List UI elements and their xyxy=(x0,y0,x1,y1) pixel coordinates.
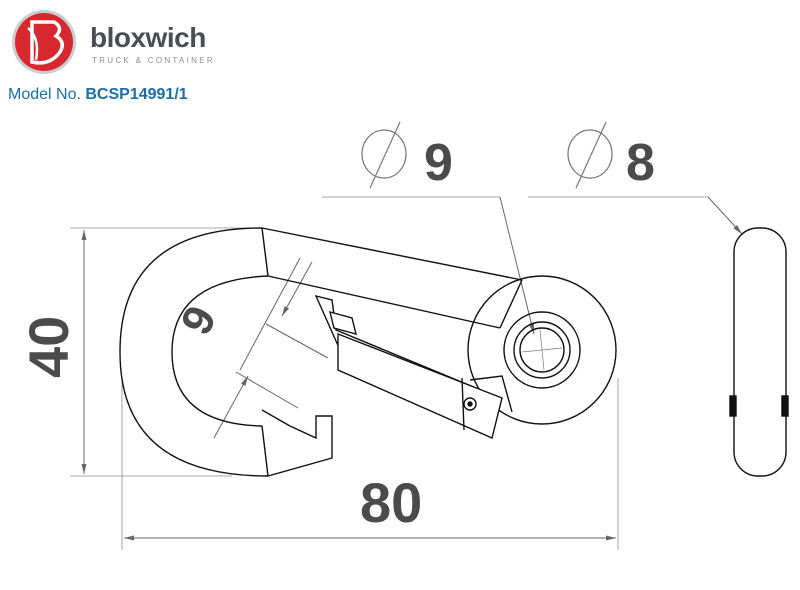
diameter-b-symbol-icon xyxy=(567,129,613,179)
brand-tagline: TRUCK & CONTAINER xyxy=(92,56,215,65)
model-label: Model No. xyxy=(8,86,81,103)
diameter-symbols xyxy=(361,121,613,189)
side-view xyxy=(729,227,789,477)
extension-lines xyxy=(70,196,708,550)
height-value: 40 xyxy=(17,316,80,378)
dimension-lines xyxy=(81,196,743,541)
brand-logo: bloxwich TRUCK & CONTAINER xyxy=(10,8,230,80)
carabiner-gate xyxy=(314,294,503,439)
model-number-line: Model No. BCSP14991/1 xyxy=(8,86,188,104)
diameter-a-symbol-icon xyxy=(361,129,407,179)
brand-name: bloxwich xyxy=(90,22,206,53)
centre-lines xyxy=(521,329,563,371)
carabiner-body xyxy=(119,227,617,477)
diameter-b-value: 8 xyxy=(626,134,655,192)
model-number: BCSP14991/1 xyxy=(85,86,188,103)
diameter-a-leader xyxy=(499,196,535,335)
gate-dim-arrow-bottom xyxy=(213,375,249,439)
diameter-a-value: 9 xyxy=(424,134,453,192)
diameter-b-leader xyxy=(707,196,743,235)
gate-dim-arrow-top xyxy=(281,261,313,317)
bloxwich-logo-icon xyxy=(12,10,76,74)
width-value: 80 xyxy=(360,471,422,534)
gate-diameter-value: 9 xyxy=(172,298,227,343)
